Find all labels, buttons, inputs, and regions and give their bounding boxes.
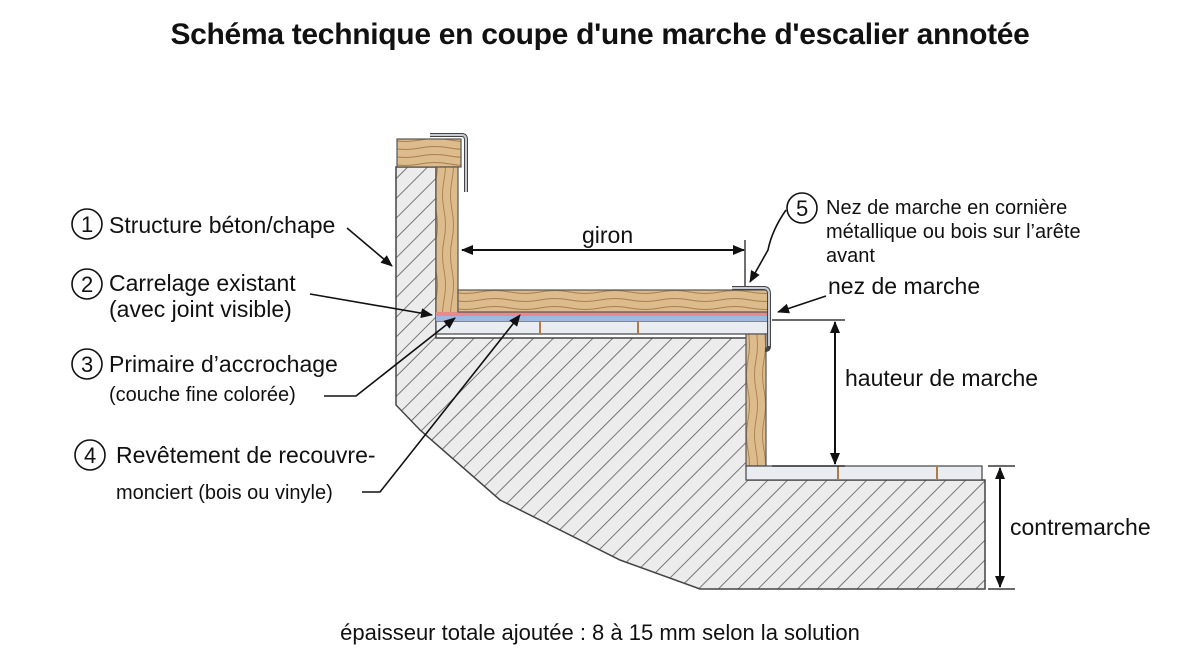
svg-text:4: 4 [84, 443, 96, 468]
callout-1-label: Structure béton/chape [109, 212, 335, 238]
footnote: épaisseur totale ajoutée : 8 à 15 mm sel… [340, 620, 860, 645]
existing-tile-lower [435, 320, 769, 335]
hauteur-label: hauteur de marche [845, 365, 1038, 391]
svg-text:5: 5 [796, 196, 808, 221]
svg-text:1: 1 [81, 212, 93, 237]
callout-3-badge [71, 348, 103, 380]
contremarche-label: contremarche [1010, 514, 1151, 540]
callout-4-leader [362, 314, 521, 493]
callout-2-leader [309, 293, 433, 319]
primer-layer [436, 312, 768, 316]
callout-4-label: Revêtement de recouvre- [116, 442, 376, 468]
callout-2-badge [71, 268, 103, 300]
callout-4-badge [74, 439, 106, 471]
callout-3-label: Primaire d’accrochage [109, 351, 338, 377]
callout-4-sublabel: monciert (bois ou vinyle) [116, 482, 333, 504]
callout-5-label-2: métallique ou bois sur l’arête [826, 221, 1081, 243]
svg-text:3: 3 [81, 352, 93, 377]
page-title: Schéma technique en coupe d'une marche d… [170, 18, 1030, 51]
nez-label: nez de marche [828, 273, 980, 299]
callout-1-badge [71, 208, 103, 240]
riser-cladding-lower [745, 333, 767, 467]
callout-2-label: Carrelage existant [109, 270, 296, 296]
concrete-structure [395, 166, 986, 590]
wood-tread [457, 289, 769, 313]
callout-5-leader [749, 209, 787, 283]
riser-cladding-upper [435, 166, 459, 314]
callout-5-label-3: avant [826, 245, 875, 267]
callout-3-leader [324, 317, 456, 397]
callout-3-sublabel: (couche fine colorée) [109, 384, 296, 406]
svg-text:2: 2 [81, 272, 93, 297]
giron-label: giron [582, 222, 633, 248]
callout-2-sublabel: (avec joint visible) [109, 296, 292, 322]
callout-5-badge [786, 192, 818, 224]
upper-tread [396, 138, 462, 168]
callout-5-label: Nez de marche en cornière [826, 197, 1067, 219]
existing-tile-floor [745, 465, 983, 481]
callout-1-leader [346, 227, 393, 267]
